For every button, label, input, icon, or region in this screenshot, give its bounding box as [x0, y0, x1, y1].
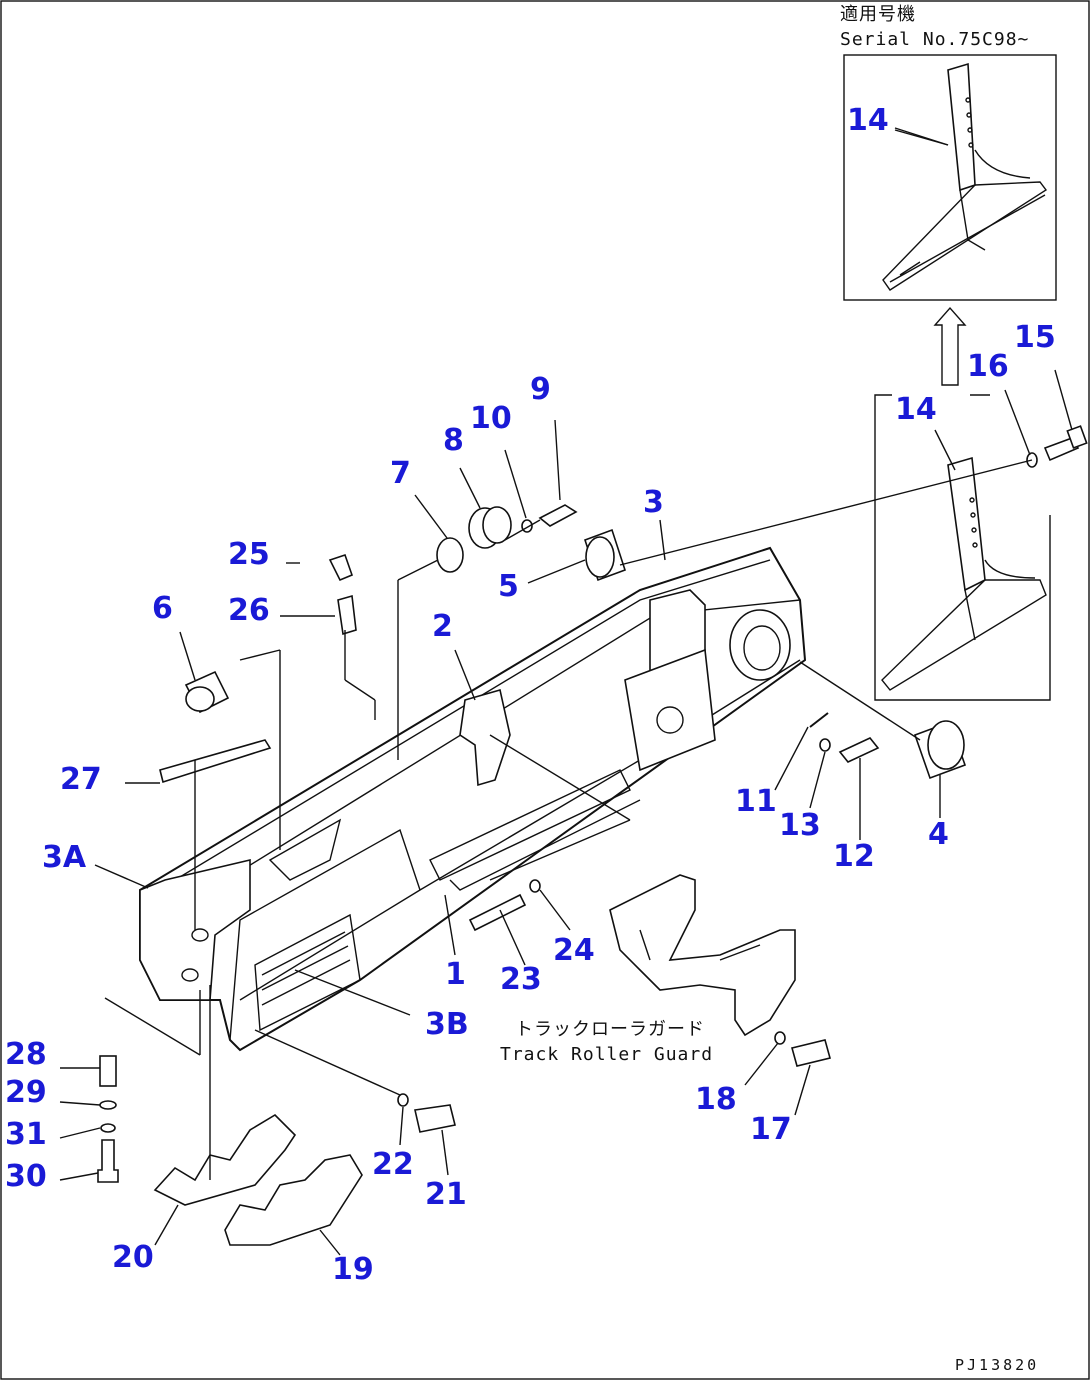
callout-3a: 3A: [42, 840, 87, 875]
callout-13: 13: [779, 808, 821, 843]
plate-2: [459, 688, 511, 787]
callout-26: 26: [228, 593, 270, 628]
bushing-6: [184, 670, 230, 714]
cap-4: [913, 720, 967, 780]
callout-15: 15: [1014, 320, 1056, 355]
bolt-15: [1043, 425, 1088, 462]
callout-14-inset: 14: [847, 103, 889, 138]
callout-2: 2: [432, 609, 453, 644]
callout-28: 28: [5, 1037, 47, 1072]
guard-20: [153, 1113, 297, 1206]
serial-note-jp: 適用号機: [840, 4, 916, 25]
callout-7: 7: [390, 456, 411, 491]
callout-10: 10: [470, 401, 512, 436]
callout-4: 4: [928, 817, 949, 852]
callout-31: 31: [5, 1117, 47, 1152]
bolt-30: [97, 1139, 119, 1183]
callout-19: 19: [332, 1252, 374, 1287]
callout-1: 1: [445, 957, 466, 992]
callout-9: 9: [530, 372, 551, 407]
callout-8: 8: [443, 423, 464, 458]
washer-24: [529, 879, 541, 893]
plate-27: [159, 739, 272, 784]
washer-13: [819, 738, 831, 752]
callout-12: 12: [833, 839, 875, 874]
roller-guard-note-en: Track Roller Guard: [500, 1044, 714, 1065]
pin-11: [809, 712, 829, 728]
bearing-5: [584, 528, 626, 582]
up-arrow-icon: [933, 306, 967, 386]
washer-18: [774, 1031, 786, 1045]
track-roller-guard: [609, 874, 796, 1037]
drawing-code: PJ13820: [955, 1356, 1040, 1374]
callout-24: 24: [553, 933, 595, 968]
callout-3: 3: [643, 485, 664, 520]
callout-20: 20: [112, 1240, 154, 1275]
callout-25: 25: [228, 537, 270, 572]
bracket-14-detail: [874, 394, 1051, 701]
track-frame-1: [139, 546, 807, 1052]
inset-box: [843, 54, 1057, 301]
guard-19: [224, 1154, 363, 1246]
pin-28: [99, 1055, 117, 1087]
seal-7: [436, 537, 464, 573]
callout-16: 16: [967, 349, 1009, 384]
callout-11: 11: [735, 784, 777, 819]
callout-3b: 3B: [425, 1007, 469, 1042]
callout-30: 30: [5, 1159, 47, 1194]
bolt-21: [414, 1104, 456, 1133]
callout-21: 21: [425, 1177, 467, 1212]
bolt-17: [791, 1039, 831, 1067]
roller-guard-note-jp: トラックローラガード: [515, 1019, 705, 1040]
callout-18: 18: [695, 1082, 737, 1117]
callout-14: 14: [895, 392, 937, 427]
bolt-9: [538, 504, 578, 527]
washer-22: [397, 1093, 409, 1107]
callout-22: 22: [372, 1147, 414, 1182]
callout-6: 6: [152, 591, 173, 626]
bolt-12: [838, 737, 880, 763]
callout-5: 5: [498, 569, 519, 604]
leader-lines: [59, 127, 1073, 1256]
fitting-25: [328, 553, 354, 582]
serial-note-en: Serial No.75C98~: [840, 29, 1030, 50]
callout-29: 29: [5, 1075, 47, 1110]
callout-23: 23: [500, 962, 542, 997]
ring-29: [99, 1100, 117, 1110]
callout-17: 17: [750, 1112, 792, 1147]
callout-27: 27: [60, 762, 102, 797]
ring-31: [100, 1123, 116, 1133]
fitting-26: [337, 594, 357, 636]
bushing-8: [468, 506, 512, 549]
bolt-23: [468, 893, 527, 932]
